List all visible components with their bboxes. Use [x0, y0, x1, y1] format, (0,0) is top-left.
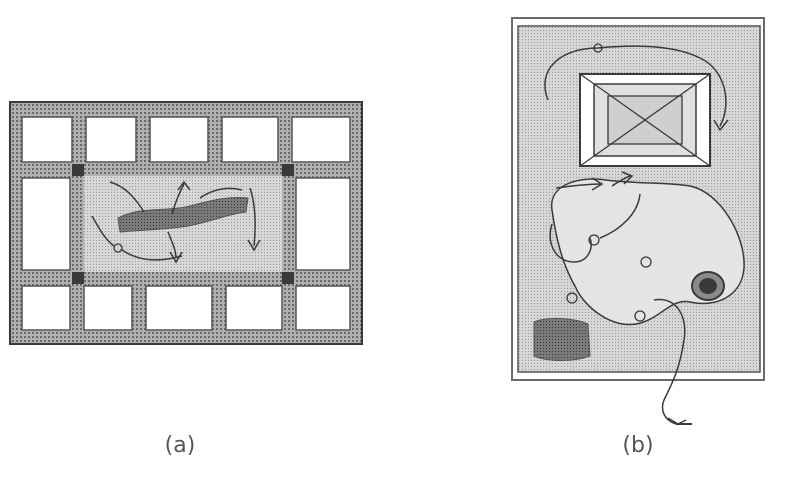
pond-center	[699, 278, 717, 294]
sketch-b	[511, 17, 765, 425]
path-line	[109, 181, 145, 213]
room	[291, 116, 351, 163]
room	[21, 177, 71, 271]
arrow-head	[247, 239, 261, 252]
node-circle	[566, 292, 578, 304]
room	[225, 285, 283, 331]
node-circle	[640, 256, 652, 268]
arrow-line	[171, 183, 185, 215]
room	[145, 285, 213, 331]
node-circle	[113, 243, 123, 253]
room	[295, 285, 351, 331]
path-line	[544, 45, 727, 127]
room	[149, 116, 209, 163]
caption-b: (b)	[622, 433, 653, 458]
room	[85, 116, 137, 163]
node-circle	[593, 43, 603, 53]
planting-bed	[533, 317, 591, 361]
exit-path	[653, 298, 686, 425]
arrow-head	[591, 177, 604, 191]
path-line	[599, 193, 641, 239]
sketch-a	[9, 101, 363, 345]
room	[221, 116, 279, 163]
outer-boundary	[511, 17, 765, 381]
arrow-line	[611, 175, 631, 187]
room	[295, 177, 351, 271]
arrow-line	[167, 231, 177, 259]
caption-a: (a)	[165, 433, 196, 458]
arrow-head	[177, 180, 191, 191]
roof-ridge	[579, 73, 711, 167]
corner-column	[72, 164, 84, 176]
corner-column	[282, 164, 294, 176]
room	[21, 116, 73, 163]
arrow-line	[555, 183, 601, 189]
arrow-line	[249, 187, 256, 247]
corner-column	[72, 272, 84, 284]
node-circle	[634, 310, 646, 322]
path-line	[199, 187, 243, 199]
path-line	[549, 223, 592, 263]
arrow-head	[713, 119, 729, 132]
path-line	[91, 215, 115, 247]
arrow-head	[169, 251, 183, 264]
central-feature	[117, 197, 249, 233]
corner-column	[282, 272, 294, 284]
node-circle	[588, 234, 600, 246]
room	[83, 285, 133, 331]
arrow-head	[621, 171, 634, 185]
room	[21, 285, 71, 331]
